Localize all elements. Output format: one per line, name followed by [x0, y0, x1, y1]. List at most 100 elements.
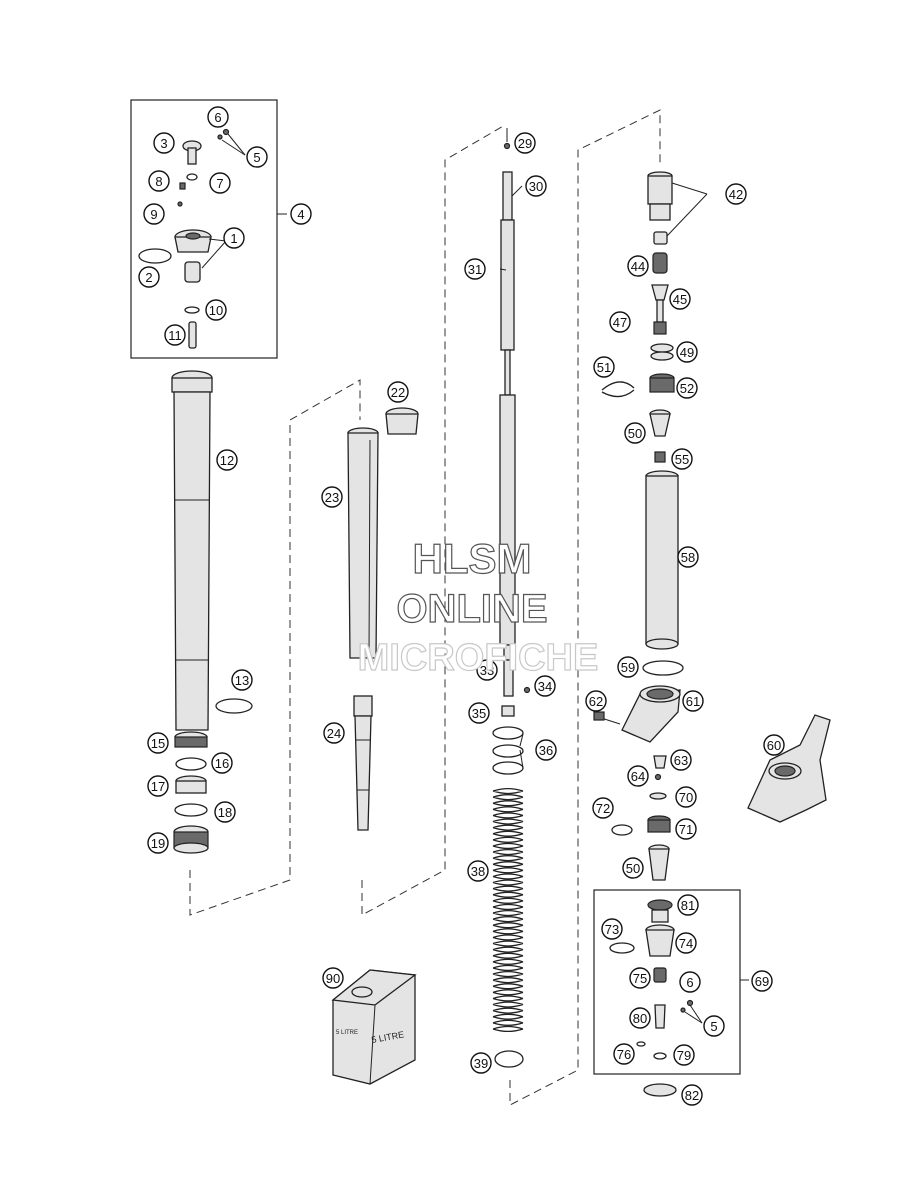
- callout-50: 50: [622, 857, 644, 879]
- callout-36: 36: [535, 739, 557, 761]
- callout-1: 1: [223, 227, 245, 249]
- callout-circle: [593, 356, 615, 378]
- callout-number: 45: [673, 292, 687, 307]
- callout-number: 80: [633, 1011, 647, 1026]
- callout-circle: [464, 258, 486, 280]
- callout-10: 10: [205, 299, 227, 321]
- callout-2: 2: [138, 266, 160, 288]
- callout-number: 30: [529, 179, 543, 194]
- callout-circle: [677, 546, 699, 568]
- callout-number: 15: [151, 736, 165, 751]
- callout-75: 75: [629, 967, 651, 989]
- callout-circle: [321, 486, 343, 508]
- callout-number: 58: [681, 550, 695, 565]
- callout-circle: [613, 1043, 635, 1065]
- callout-circle: [323, 722, 345, 744]
- callout-circle: [675, 932, 697, 954]
- callout-number: 18: [218, 805, 232, 820]
- callout-50: 50: [624, 422, 646, 444]
- callout-11: 11: [164, 324, 186, 346]
- callout-number: 63: [674, 753, 688, 768]
- callout-51: 51: [593, 356, 615, 378]
- callout-55: 55: [671, 448, 693, 470]
- callout-number: 22: [391, 385, 405, 400]
- callout-number: 7: [216, 176, 223, 191]
- callout-number: 36: [539, 743, 553, 758]
- watermark-line-2: ONLINE: [396, 587, 547, 631]
- callout-33: 33: [476, 659, 498, 681]
- callout-23: 23: [321, 486, 343, 508]
- callout-number: 55: [675, 452, 689, 467]
- outer-tube-parts: [171, 370, 253, 854]
- callout-circle: [231, 669, 253, 691]
- top-cap-parts: [138, 128, 230, 349]
- callout-circle: [609, 311, 631, 333]
- callout-number: 75: [633, 971, 647, 986]
- callout-circle: [677, 894, 699, 916]
- callout-circle: [147, 732, 169, 754]
- callout-number: 69: [755, 974, 769, 989]
- callout-circle: [207, 106, 229, 128]
- callout-4: 4: [290, 203, 312, 225]
- callout-circle: [601, 918, 623, 940]
- callout-number: 47: [613, 315, 627, 330]
- callout-number: 11: [168, 328, 182, 343]
- callout-circle: [585, 690, 607, 712]
- callout-circle: [209, 172, 231, 194]
- callout-number: 13: [235, 673, 249, 688]
- callout-number: 60: [767, 738, 781, 753]
- callout-circle: [535, 739, 557, 761]
- cartridge-parts: [593, 171, 831, 881]
- callout-22: 22: [387, 381, 409, 403]
- callout-8: 8: [148, 170, 170, 192]
- callout-circle: [387, 381, 409, 403]
- callout-circle: [211, 752, 233, 774]
- callout-number: 34: [538, 679, 552, 694]
- callout-circle: [322, 967, 344, 989]
- callout-9: 9: [143, 203, 165, 225]
- callout-number: 76: [617, 1047, 631, 1062]
- callout-circle: [138, 266, 160, 288]
- callout-79: 79: [673, 1044, 695, 1066]
- watermark-line-1: HLSM: [413, 535, 532, 582]
- callout-circle: [214, 801, 236, 823]
- callout-number: 38: [471, 864, 485, 879]
- callout-12: 12: [216, 449, 238, 471]
- callout-31: 31: [464, 258, 486, 280]
- callout-labels: 1234567891011121315161718192223242930313…: [138, 106, 785, 1106]
- callout-circle: [676, 377, 698, 399]
- callout-6: 6: [679, 971, 701, 993]
- callout-number: 70: [679, 790, 693, 805]
- callout-number: 6: [686, 975, 693, 990]
- callout-circle: [676, 341, 698, 363]
- callout-19: 19: [147, 832, 169, 854]
- callout-61: 61: [682, 690, 704, 712]
- callout-circle: [534, 675, 556, 697]
- callout-number: 1: [230, 231, 237, 246]
- callout-circle: [629, 967, 651, 989]
- callout-circle: [682, 690, 704, 712]
- callout-circle: [725, 183, 747, 205]
- callout-number: 16: [215, 756, 229, 771]
- callout-circle: [470, 1052, 492, 1074]
- callout-81: 81: [677, 894, 699, 916]
- callout-72: 72: [592, 797, 614, 819]
- callout-circle: [205, 299, 227, 321]
- dashed-assembly-lines: [189, 109, 661, 1106]
- callout-7: 7: [209, 172, 231, 194]
- callout-number: 52: [680, 381, 694, 396]
- callout-number: 73: [605, 922, 619, 937]
- callout-number: 50: [628, 426, 642, 441]
- callout-71: 71: [675, 818, 697, 840]
- callout-39: 39: [470, 1052, 492, 1074]
- callout-42: 42: [725, 183, 747, 205]
- callout-number: 90: [326, 971, 340, 986]
- callout-number: 6: [214, 110, 221, 125]
- callout-number: 79: [677, 1048, 691, 1063]
- callout-82: 82: [681, 1084, 703, 1106]
- callout-74: 74: [675, 932, 697, 954]
- callout-29: 29: [514, 132, 536, 154]
- callout-circle: [669, 288, 691, 310]
- callout-number: 62: [589, 694, 603, 709]
